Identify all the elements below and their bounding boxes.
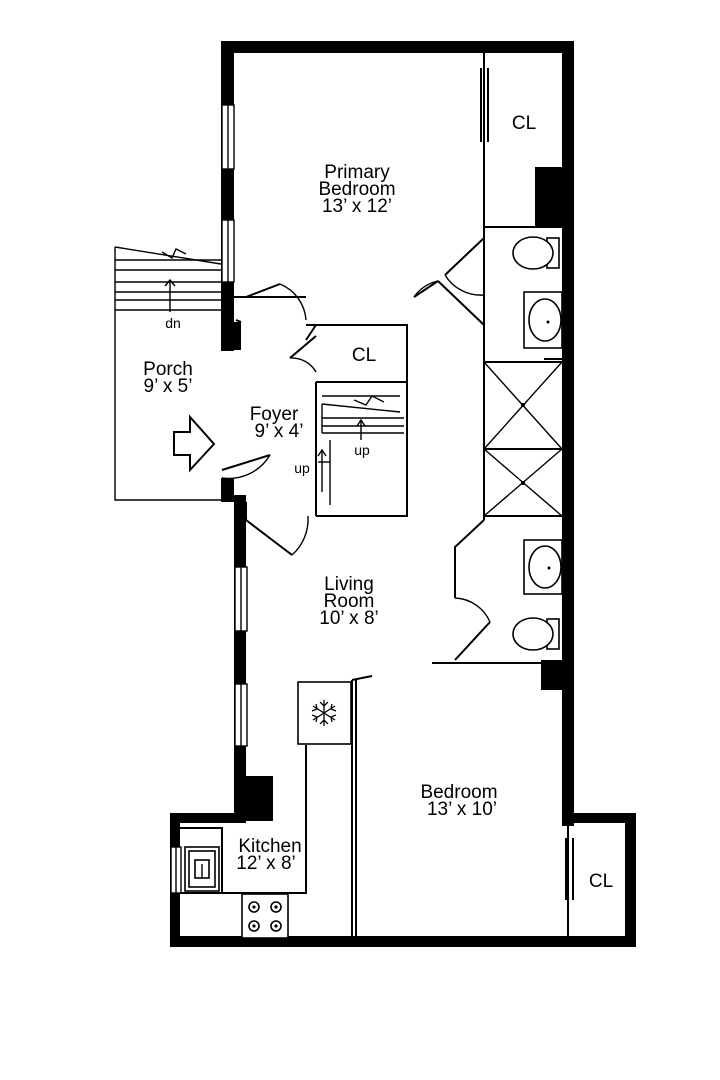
- interior-stairs: [317, 395, 404, 505]
- shower-icon: [483, 361, 563, 517]
- sink-icon: [523, 539, 563, 595]
- primary-bedroom-dims: 13’ x 12’: [322, 196, 392, 217]
- kitchen-dims: 12’ x 8’: [236, 853, 296, 874]
- bedroom-closet-label: CL: [589, 871, 613, 892]
- upper-bathroom: [512, 236, 563, 360]
- foyer-stairs-label: up: [294, 460, 310, 476]
- doors: [221, 68, 574, 900]
- toilet-icon: [512, 617, 560, 651]
- stove-icon: [241, 893, 289, 939]
- sink-icon: [523, 291, 563, 349]
- kitchen-name: Kitchen: [238, 836, 301, 857]
- living-room-dims: 10’ x 8’: [319, 608, 379, 629]
- porch-dims: 9’ x 5’: [144, 376, 193, 397]
- interior-walls: [180, 53, 569, 936]
- porch-stairs-label: dn: [165, 315, 181, 331]
- primary-bedroom-name-2: Bedroom: [318, 179, 395, 200]
- arrow-right-icon: [173, 414, 216, 473]
- windows: [170, 104, 248, 894]
- porch: dn: [114, 246, 222, 501]
- snowflake-icon: [311, 700, 337, 726]
- porch-stairs: [114, 246, 222, 312]
- foyer-dims: 9’ x 4’: [255, 421, 304, 442]
- foyer-closet-label: CL: [352, 345, 376, 366]
- kitchen-sink: [184, 846, 220, 892]
- porch-name: Porch: [143, 359, 193, 380]
- refrigerator: [297, 681, 352, 745]
- foyer-name: Foyer: [250, 404, 299, 425]
- toilet-icon: [512, 236, 560, 270]
- exterior-walls: [170, 41, 636, 947]
- living-room-name-1: Living: [324, 574, 374, 595]
- living-room-name-2: Room: [324, 591, 375, 612]
- lower-bathroom: [512, 539, 563, 651]
- bedroom-dims: 13’ x 10’: [427, 799, 497, 820]
- bedroom-name: Bedroom: [420, 782, 497, 803]
- interior-stairs-label: up: [354, 442, 370, 458]
- primary-bedroom-name-1: Primary: [324, 162, 390, 183]
- primary-closet-label: CL: [512, 113, 536, 134]
